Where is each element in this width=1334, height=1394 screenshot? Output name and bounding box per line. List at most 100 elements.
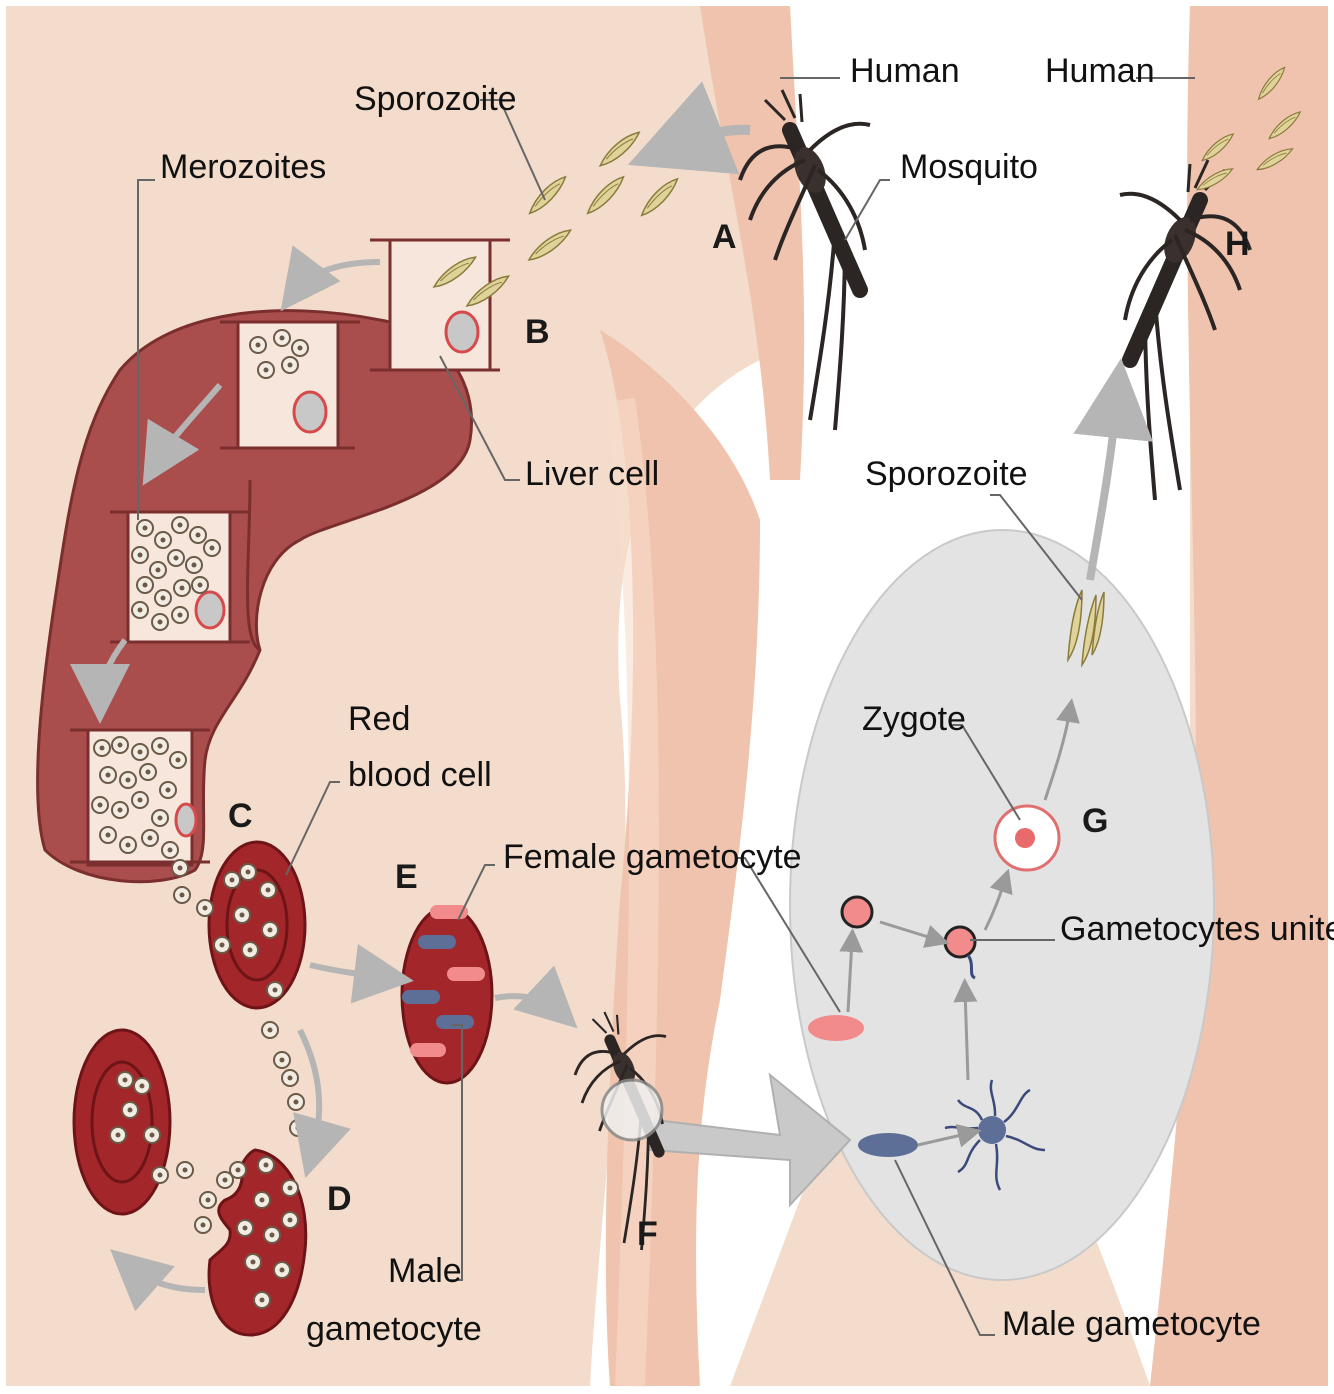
merozoite-icon [230,1162,246,1178]
merozoite-icon [282,1212,298,1228]
male-gametocyte-crescent [858,1133,918,1157]
stage-letter-f: F [637,1215,658,1253]
female-gametocyte-crescent [808,1015,864,1041]
merozoite-icon [142,830,158,846]
merozoite-icon [262,1022,278,1038]
merozoite-icon [192,577,208,593]
merozoite-icon [224,872,240,888]
merozoite-icon [170,752,186,768]
merozoite-icon [254,1292,270,1308]
merozoite-icon [92,797,108,813]
label-human-left: Human [850,52,960,90]
merozoite-icon [172,517,188,533]
label-liver-cell: Liver cell [525,455,659,493]
merozoite-icon [134,1078,150,1094]
merozoite-icon [237,1220,253,1236]
stage-letter-e: E [395,858,418,896]
merozoite-icon [94,740,110,756]
female-gametocyte-round [842,897,872,927]
merozoite-icon [282,1070,298,1086]
stage-letter-g: G [1082,802,1108,840]
merozoite-icon [204,540,220,556]
label-male-gametocyte-left-line2: gametocyte [306,1310,482,1348]
merozoite-icon [152,738,168,754]
merozoite-icon [144,1127,160,1143]
merozoite-icon [264,1227,280,1243]
label-male-gametocyte-left-line1: Male [388,1252,462,1290]
label-mosquito: Mosquito [900,148,1038,186]
merozoite-icon [195,1217,211,1233]
merozoite-icon [100,767,116,783]
label-red-blood-cell-line1: Red [348,700,410,738]
merozoite-icon [190,527,206,543]
merozoite-icon [132,744,148,760]
merozoite-icon [288,1094,304,1110]
merozoite-icon [274,1262,290,1278]
merozoite-icon [162,842,178,858]
merozoite-icon [290,1120,306,1136]
label-merozoites: Merozoites [160,148,326,186]
merozoite-icon [132,792,148,808]
merozoite-icon [132,602,148,618]
merozoite-icon [112,802,128,818]
merozoite-icon [214,937,230,953]
label-zygote: Zygote [862,700,966,738]
merozoite-icon [282,1180,298,1196]
red-blood-cell-icon [74,1030,170,1214]
merozoite-icon [140,764,156,780]
label-male-gametocyte-lens: Male gametocyte [1002,1305,1261,1343]
merozoite-icon [254,1192,270,1208]
merozoite-icon [240,864,256,880]
merozoite-icon [234,907,250,923]
label-sporozoite-top: Sporozoite [354,80,517,118]
label-human-right: Human [1045,52,1155,90]
merozoite-icon [172,607,188,623]
merozoite-icon [168,550,184,566]
merozoite-icon [172,860,188,876]
merozoite-icon [120,772,136,788]
merozoite-icon [117,1072,133,1088]
stage-letter-d: D [327,1180,352,1218]
merozoite-icon [186,557,202,573]
merozoite-icon [197,900,213,916]
stage-letter-h: H [1225,225,1250,263]
merozoite-icon [242,942,258,958]
merozoite-icon [258,1157,274,1173]
merozoite-icon [200,1192,216,1208]
merozoite-icon [155,532,171,548]
merozoite-icon [137,577,153,593]
liver-cell-2 [238,322,338,448]
merozoite-icon [137,520,153,536]
merozoite-icon [150,562,166,578]
label-gametocytes-unite: Gametocytes unite [1060,910,1334,948]
label-female-gametocyte: Female gametocyte [503,838,802,876]
stage-letter-b: B [525,313,550,351]
merozoite-icon [155,590,171,606]
gametocytes-uniting [945,927,975,957]
merozoite-icon [100,827,116,843]
stage-letter-a: A [712,218,737,256]
merozoite-icon [174,887,190,903]
merozoite-icon [174,580,190,596]
merozoite-icon [122,1102,138,1118]
merozoite-icon [152,1167,168,1183]
label-red-blood-cell-line2: blood cell [348,756,492,794]
merozoite-icon [160,782,176,798]
merozoite-icon [152,810,168,826]
merozoite-icon [120,837,136,853]
merozoite-icon [262,922,278,938]
merozoite-icon [132,547,148,563]
merozoite-icon [177,1162,193,1178]
red-blood-cell-icon [402,905,492,1083]
merozoite-icon [110,1127,126,1143]
merozoite-icon [112,737,128,753]
merozoite-icon [274,1052,290,1068]
merozoite-icon [152,614,168,630]
merozoite-icon [245,1254,261,1270]
merozoite-icon [260,882,276,898]
label-sporozoite-lens: Sporozoite [865,455,1028,493]
stage-letter-c: C [228,797,253,835]
zygote-icon [995,806,1059,870]
merozoite-icon [267,982,283,998]
